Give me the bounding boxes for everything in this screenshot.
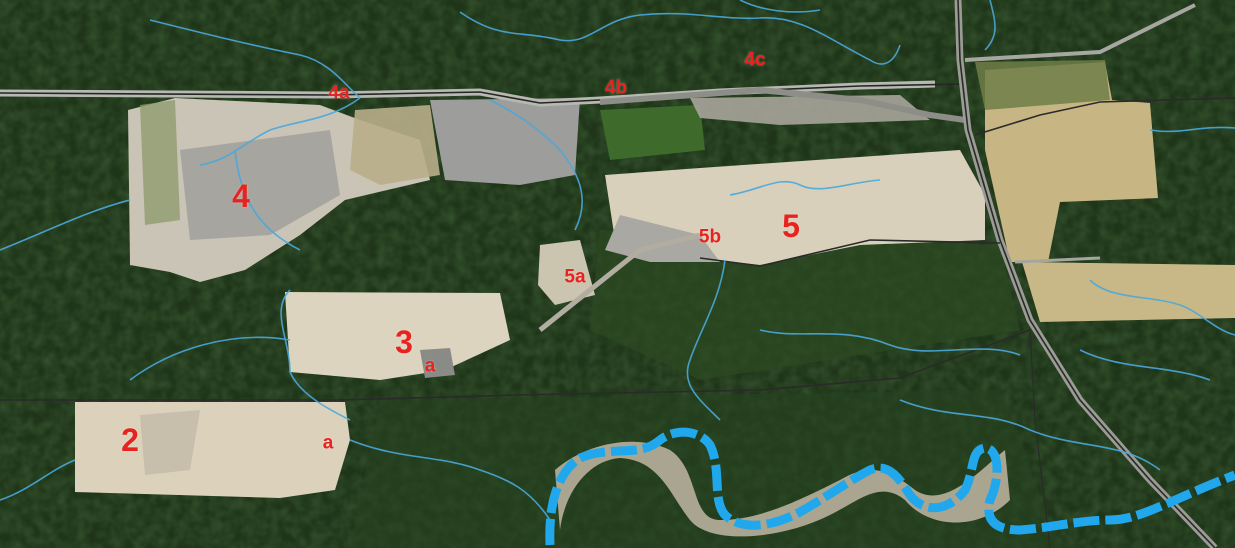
clearing-gravel-upper [430,98,580,185]
stream-area-4 [199,97,361,166]
clearing-area-2 [75,402,350,498]
river-gravel-bars [555,441,1010,537]
stream-center [489,99,583,231]
road-south-boundary [0,329,1031,401]
clearing-area-4-inner [140,100,180,225]
label-area-4a: 4a [328,82,350,104]
label-area-4c: 4c [744,49,766,71]
field-upper-right [985,62,1158,262]
streams [0,0,1235,521]
river [545,427,1235,546]
stream-south-west [0,459,76,501]
field-green-corner [975,60,1110,110]
road-vertical-south [1029,329,1051,548]
label-area-2a: a [322,432,334,454]
stream-mid [280,289,351,421]
label-area-4: 4 [232,178,250,214]
stream-area-4-south [234,149,301,251]
road-east-1 [974,97,1235,136]
stream-west [0,199,131,251]
road-northeast [964,3,1196,62]
road-east-2 [1014,256,1101,264]
label-area-2: 2 [121,422,139,458]
stream-north-east-2 [739,0,821,13]
label-area-5: 5 [782,208,800,244]
clearing-area-4-gray [180,130,340,240]
stream-south-center [349,439,551,521]
clearing-mixed-upper [350,105,440,185]
label-area-4b: 4b [604,77,628,99]
stream-northwest [149,19,361,99]
stream-area-5 [729,179,881,196]
clearing-area-3a [420,348,455,378]
field-lower-right [1022,262,1235,322]
label-area-5a: 5a [564,266,586,288]
stream-north [459,11,901,65]
stream-southeast [899,399,1161,471]
stream-5-south [686,259,726,421]
clearing-area-2-shade [140,410,200,475]
forest-patch-south [350,390,1060,548]
road-5a-link [538,232,701,332]
label-area-5b: 5b [698,226,722,248]
clearing-area-3 [285,292,510,380]
stream-field [1089,279,1235,336]
label-area-3a: a [424,355,436,377]
clearing-area-5a [538,240,595,305]
stream-northeast [1149,126,1235,133]
stream-3-south [129,336,291,381]
clearing-area-5-gravel [605,215,720,262]
gravel-road-east [599,86,966,123]
road-area-5 [699,239,1001,267]
stream-far-east [1079,349,1211,381]
highway-edge [957,0,1216,548]
clearing-green-mid [600,105,705,160]
stream-east-network [759,329,1021,356]
stream-east-1 [984,0,996,51]
main-road-north-edge [0,83,966,104]
label-area-3: 3 [395,324,413,360]
